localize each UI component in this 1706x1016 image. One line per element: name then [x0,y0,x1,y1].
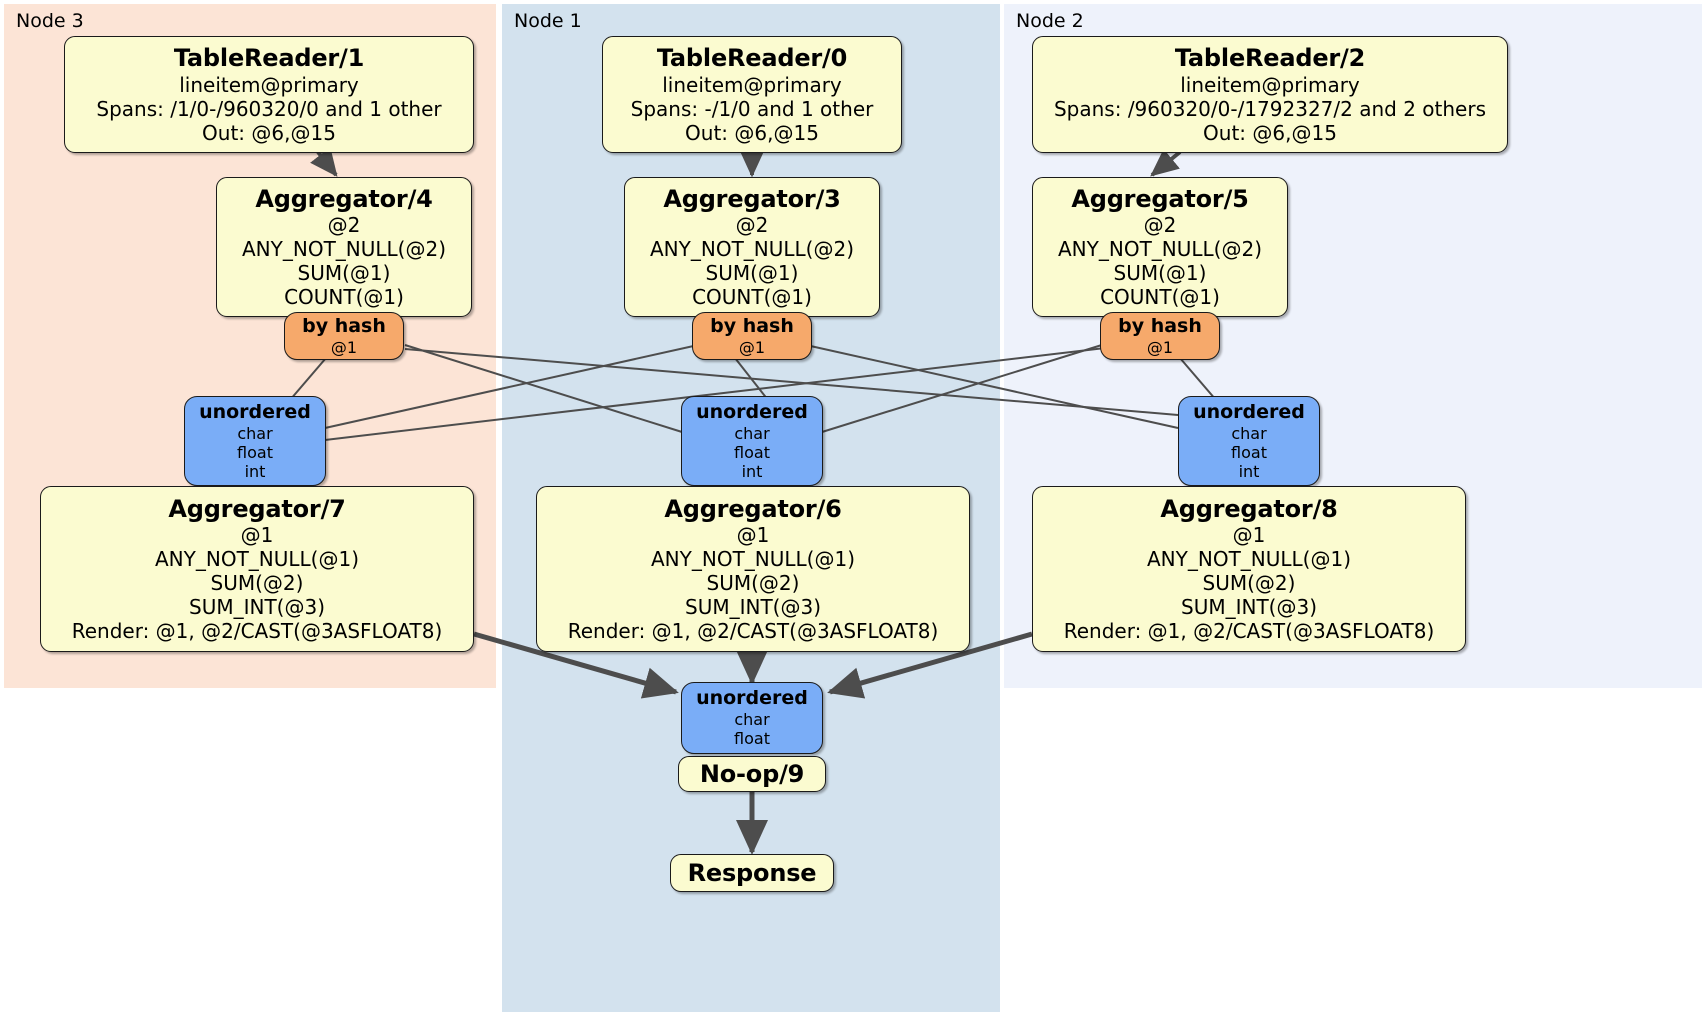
receiver-title: unordered [1193,400,1305,423]
router-title: by hash [302,315,386,337]
node-func-3: SUM_INT(@3) [1181,595,1317,620]
receiver-type-1: char [237,423,273,443]
node-func-2: SUM(@2) [1202,571,1296,596]
node-table: lineitem@primary [1180,72,1360,97]
node-func-3: COUNT(@1) [1100,285,1220,310]
node-title: Aggregator/4 [255,184,433,213]
node-group: @2 [1143,213,1177,238]
node-func-3: SUM_INT(@3) [685,595,821,620]
node-out: Out: @6,@15 [202,120,336,145]
node-spans: Spans: -/1/0 and 1 other [630,96,874,121]
node-aggregator-3[interactable]: Aggregator/3 @2 ANY_NOT_NULL(@2) SUM(@1)… [624,177,880,317]
node-spans: Spans: /1/0-/960320/0 and 1 other [96,96,442,121]
router-column: @1 [1146,337,1174,357]
receiver-unordered-node1[interactable]: unordered char float int [681,396,823,486]
node-func-3: COUNT(@1) [284,285,404,310]
node-func-2: SUM(@2) [706,571,800,596]
node-aggregator-8[interactable]: Aggregator/8 @1 ANY_NOT_NULL(@1) SUM(@2)… [1032,486,1466,652]
receiver-type-3: int [244,461,266,481]
node-group: @1 [1232,523,1266,548]
node-title: Aggregator/8 [1160,494,1338,523]
node-out: Out: @6,@15 [685,120,819,145]
router-by-hash-node2[interactable]: by hash @1 [1100,312,1220,360]
receiver-unordered-node2[interactable]: unordered char float int [1178,396,1320,486]
router-column: @1 [738,337,766,357]
receiver-unordered-final[interactable]: unordered char float [681,682,823,754]
node-spans: Spans: /960320/0-/1792327/2 and 2 others [1053,96,1486,121]
node-func-1: ANY_NOT_NULL(@2) [242,237,446,262]
node-title: TableReader/1 [173,44,365,73]
node-table-reader-2[interactable]: TableReader/2 lineitem@primary Spans: /9… [1032,36,1508,153]
receiver-unordered-node3[interactable]: unordered char float int [184,396,326,486]
node-aggregator-4[interactable]: Aggregator/4 @2 ANY_NOT_NULL(@2) SUM(@1)… [216,177,472,317]
node-func-3: SUM_INT(@3) [189,595,325,620]
router-title: by hash [1118,315,1202,337]
panel-node1-label: Node 1 [514,10,582,32]
node-out: Out: @6,@15 [1203,120,1337,145]
node-title: TableReader/2 [1174,44,1366,73]
node-no-op-9[interactable]: No-op/9 [678,756,826,792]
node-table-reader-0[interactable]: TableReader/0 lineitem@primary Spans: -/… [602,36,902,153]
node-aggregator-5[interactable]: Aggregator/5 @2 ANY_NOT_NULL(@2) SUM(@1)… [1032,177,1288,317]
node-title: Aggregator/3 [663,184,841,213]
node-func-2: SUM(@1) [1113,261,1207,286]
receiver-type-1: char [1231,423,1267,443]
node-title: Aggregator/7 [168,494,346,523]
node-response[interactable]: Response [670,854,834,892]
node-table-reader-1[interactable]: TableReader/1 lineitem@primary Spans: /1… [64,36,474,153]
router-by-hash-node3[interactable]: by hash @1 [284,312,404,360]
node-render: Render: @1, @2/CAST(@3ASFLOAT8) [1063,619,1435,644]
router-title: by hash [710,315,794,337]
node-func-1: ANY_NOT_NULL(@2) [1058,237,1262,262]
receiver-type-2: float [734,442,770,462]
panel-node3-label: Node 3 [16,10,84,32]
node-aggregator-7[interactable]: Aggregator/7 @1 ANY_NOT_NULL(@1) SUM(@2)… [40,486,474,652]
node-func-2: SUM(@1) [705,261,799,286]
node-render: Render: @1, @2/CAST(@3ASFLOAT8) [71,619,443,644]
node-group: @2 [735,213,769,238]
receiver-type-2: float [1231,442,1267,462]
receiver-type-2: float [237,442,273,462]
node-table: lineitem@primary [662,72,842,97]
receiver-type-1: char [734,710,770,730]
receiver-type-2: float [734,729,770,749]
receiver-type-3: int [741,461,763,481]
receiver-type-1: char [734,423,770,443]
panel-node2-label: Node 2 [1016,10,1084,32]
node-title: Response [687,858,817,887]
node-title: Aggregator/5 [1071,184,1249,213]
receiver-type-3: int [1238,461,1260,481]
node-func-2: SUM(@2) [210,571,304,596]
node-func-2: SUM(@1) [297,261,391,286]
node-func-1: ANY_NOT_NULL(@2) [650,237,854,262]
node-title: No-op/9 [699,759,805,788]
node-table: lineitem@primary [179,72,359,97]
router-column: @1 [330,337,358,357]
receiver-title: unordered [696,400,808,423]
node-group: @1 [240,523,274,548]
receiver-title: unordered [696,687,808,710]
node-func-3: COUNT(@1) [692,285,812,310]
node-title: TableReader/0 [656,44,848,73]
router-by-hash-node1[interactable]: by hash @1 [692,312,812,360]
node-render: Render: @1, @2/CAST(@3ASFLOAT8) [567,619,939,644]
node-group: @1 [736,523,770,548]
node-func-1: ANY_NOT_NULL(@1) [155,547,359,572]
node-func-1: ANY_NOT_NULL(@1) [651,547,855,572]
node-title: Aggregator/6 [664,494,842,523]
receiver-title: unordered [199,400,311,423]
node-group: @2 [327,213,361,238]
node-aggregator-6[interactable]: Aggregator/6 @1 ANY_NOT_NULL(@1) SUM(@2)… [536,486,970,652]
node-func-1: ANY_NOT_NULL(@1) [1147,547,1351,572]
